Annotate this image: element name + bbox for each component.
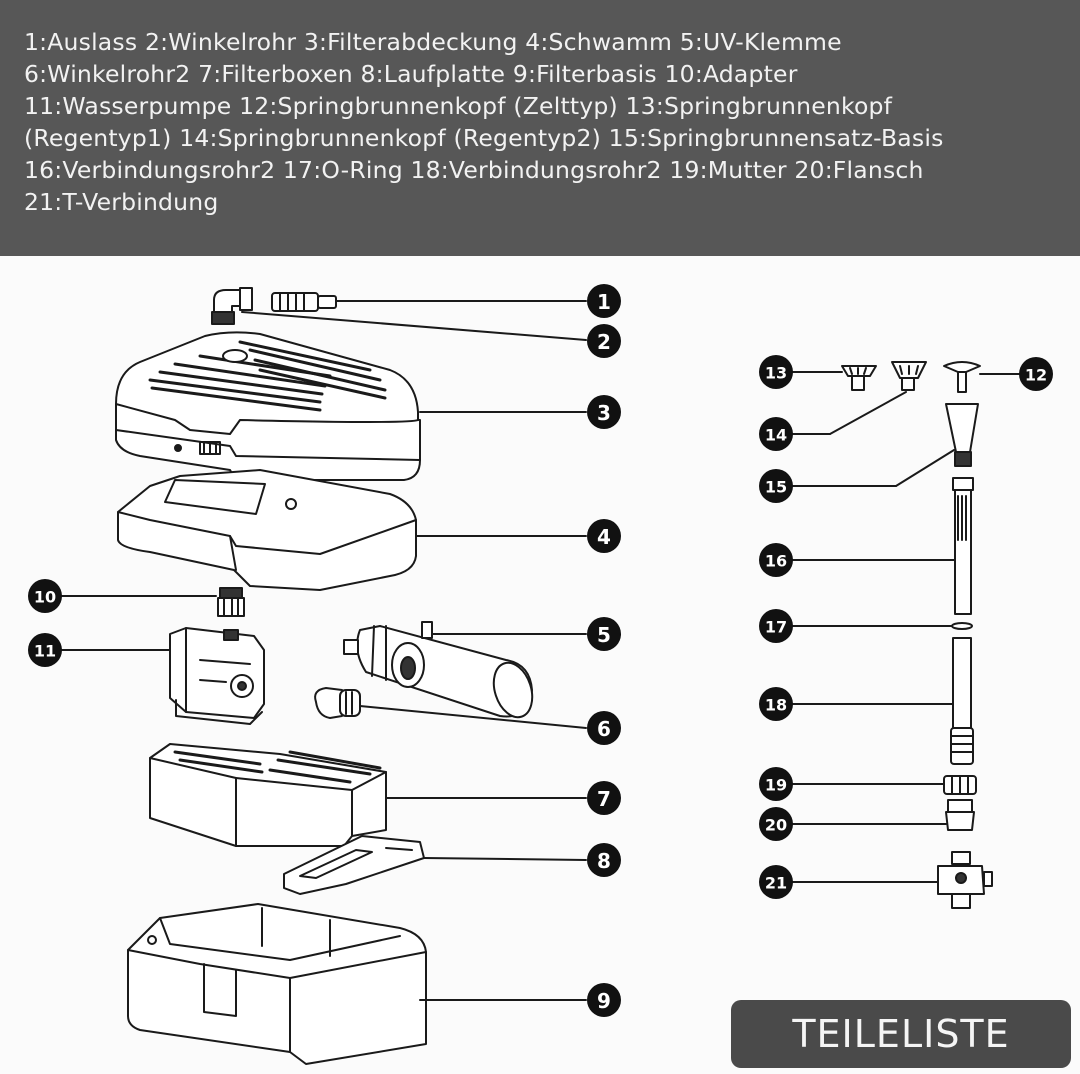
callout-circle-9 <box>587 983 621 1017</box>
callout-circle-1 <box>587 284 621 318</box>
legend-line-2: 6:Winkelrohr2 7:Filterboxen 8:Laufplatte… <box>24 60 798 88</box>
callout-label-12: 12 <box>1025 366 1047 385</box>
callout-label-14: 14 <box>765 426 787 445</box>
callout-label-13: 13 <box>765 364 787 383</box>
part-nut <box>943 775 977 795</box>
exploded-parts-diagram: 1 2 3 4 5 6 7 8 9 10 11 12 13 14 15 16 1… <box>28 284 1053 1065</box>
part-connecting-pipe-2a <box>952 477 974 615</box>
callout-label-3: 3 <box>597 401 611 425</box>
callout-label-19: 19 <box>765 776 787 795</box>
part-outlet <box>271 292 337 312</box>
part-fountain-head-rain-1 <box>841 365 877 391</box>
part-uv-clamp <box>343 621 534 719</box>
callout-circle-3 <box>587 395 621 429</box>
callout-circle-16 <box>759 543 793 577</box>
part-flange <box>945 799 975 831</box>
callout-circle-21 <box>759 865 793 899</box>
callout-circle-19 <box>759 767 793 801</box>
callout-label-17: 17 <box>765 618 787 637</box>
callout-label-18: 18 <box>765 696 787 715</box>
callout-circle-8 <box>587 843 621 877</box>
callout-label-11: 11 <box>34 642 56 661</box>
legend-line-5: 16:Verbindungsrohr2 17:O-Ring 18:Verbind… <box>24 156 924 184</box>
part-water-pump <box>169 627 265 725</box>
part-running-plate <box>283 835 425 895</box>
legend-line-1: 1:Auslass 2:Winkelrohr 3:Filterabdeckung… <box>24 28 842 56</box>
callout-circle-6 <box>587 711 621 745</box>
callout-label-1: 1 <box>597 290 611 314</box>
callout-label-15: 15 <box>765 478 787 497</box>
callout-circle-17 <box>759 609 793 643</box>
part-elbow-pipe-2 <box>314 687 361 719</box>
part-sponge <box>117 469 417 591</box>
callout-circle-7 <box>587 781 621 815</box>
callout-circle-11 <box>28 633 62 667</box>
part-elbow-pipe <box>211 287 253 325</box>
part-fountain-head-rain-2 <box>891 361 927 391</box>
part-filter-cover <box>115 331 421 481</box>
callout-circle-15 <box>759 469 793 503</box>
callout-circle-18 <box>759 687 793 721</box>
callout-circle-13 <box>759 355 793 389</box>
leader-lines <box>59 300 1021 1001</box>
callout-label-16: 16 <box>765 552 787 571</box>
callout-label-21: 21 <box>765 874 787 893</box>
callout-label-10: 10 <box>34 588 56 607</box>
callout-label-2: 2 <box>597 330 611 354</box>
callout-label-7: 7 <box>597 787 611 811</box>
callout-circle-12 <box>1019 357 1053 391</box>
callout-circle-5 <box>587 617 621 651</box>
callout-circle-2 <box>587 324 621 358</box>
callout-label-20: 20 <box>765 816 787 835</box>
part-filter-boxes <box>149 743 387 847</box>
parts-legend-header: 1:Auslass 2:Winkelrohr 3:Filterabdeckung… <box>0 0 1080 256</box>
parts-list-badge: TEILELISTE <box>731 1000 1071 1068</box>
part-t-connector <box>937 851 993 909</box>
callout-circle-4 <box>587 519 621 553</box>
part-adapter <box>217 587 245 617</box>
part-fountain-head-tent <box>943 361 981 393</box>
part-connecting-pipe-2b <box>950 637 974 765</box>
legend-line-6: 21:T-Verbindung <box>24 188 219 216</box>
callout-label-5: 5 <box>597 623 611 647</box>
callout-circle-14 <box>759 417 793 451</box>
callout-circle-20 <box>759 807 793 841</box>
legend-line-4: (Regentyp1) 14:Springbrunnenkopf (Regent… <box>24 124 944 152</box>
callout-label-6: 6 <box>597 717 611 741</box>
part-filter-base <box>127 903 427 1065</box>
callout-circle-10 <box>28 579 62 613</box>
callout-label-8: 8 <box>597 849 611 873</box>
part-o-ring <box>951 622 973 630</box>
callout-label-9: 9 <box>597 989 611 1013</box>
part-fountain-set-base <box>945 403 979 467</box>
callout-label-4: 4 <box>597 525 611 549</box>
legend-line-3: 11:Wasserpumpe 12:Springbrunnenkopf (Zel… <box>24 92 893 120</box>
